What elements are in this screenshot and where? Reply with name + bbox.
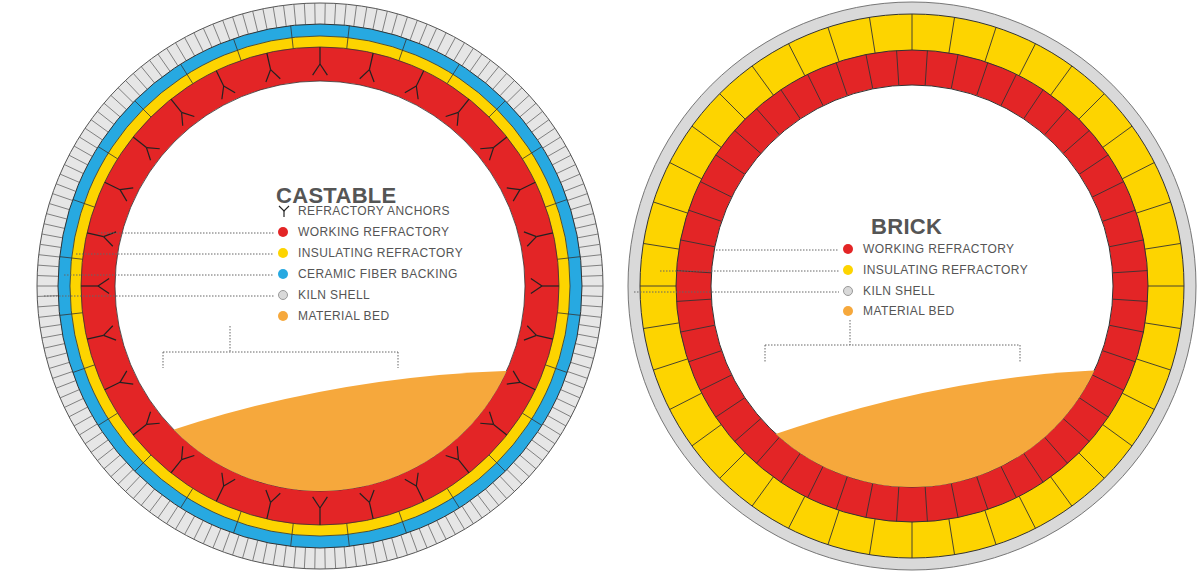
legend-swatch (843, 265, 853, 275)
legend-label: REFRACTORY ANCHORS (296, 204, 452, 218)
legend-item: KILN SHELL (278, 288, 372, 302)
legend-item: INSULATING REFRACTORY (278, 246, 465, 260)
legend-item: INSULATING REFRACTORY (843, 263, 1030, 277)
legend-swatch (843, 286, 853, 296)
legend-swatch (278, 227, 288, 237)
legend-swatch (843, 244, 853, 254)
legend-swatch (278, 290, 288, 300)
legend-item: CERAMIC FIBER BACKING (278, 267, 460, 281)
anchor-symbol (278, 205, 290, 217)
legend-label: MATERIAL BED (861, 304, 956, 318)
legend-item: KILN SHELL (843, 284, 937, 298)
legend-swatch (278, 311, 288, 321)
legend-label: MATERIAL BED (296, 309, 391, 323)
legend-label: INSULATING REFRACTORY (296, 246, 465, 260)
legend-label: CERAMIC FIBER BACKING (296, 267, 460, 281)
legend-item: REFRACTORY ANCHORS (278, 204, 452, 218)
section-heading: BRICK (871, 214, 942, 240)
castable-kiln (37, 3, 603, 570)
kiln-section: CASTABLE (37, 3, 603, 569)
legend-label: KILN SHELL (296, 288, 372, 302)
legend-item: WORKING REFRACTORY (843, 242, 1016, 256)
leader-lines (44, 233, 1020, 368)
legend-swatch (843, 306, 853, 316)
legend-swatch (278, 269, 288, 279)
legend-label: WORKING REFRACTORY (296, 225, 451, 239)
brick-kiln (628, 2, 1196, 570)
legend-item: MATERIAL BED (843, 304, 956, 318)
legend-label: INSULATING REFRACTORY (861, 263, 1030, 277)
legend-swatch (278, 248, 288, 258)
legend-item: MATERIAL BED (278, 309, 391, 323)
legend-label: KILN SHELL (861, 284, 937, 298)
legend-label: WORKING REFRACTORY (861, 242, 1016, 256)
legend-item: WORKING REFRACTORY (278, 225, 451, 239)
